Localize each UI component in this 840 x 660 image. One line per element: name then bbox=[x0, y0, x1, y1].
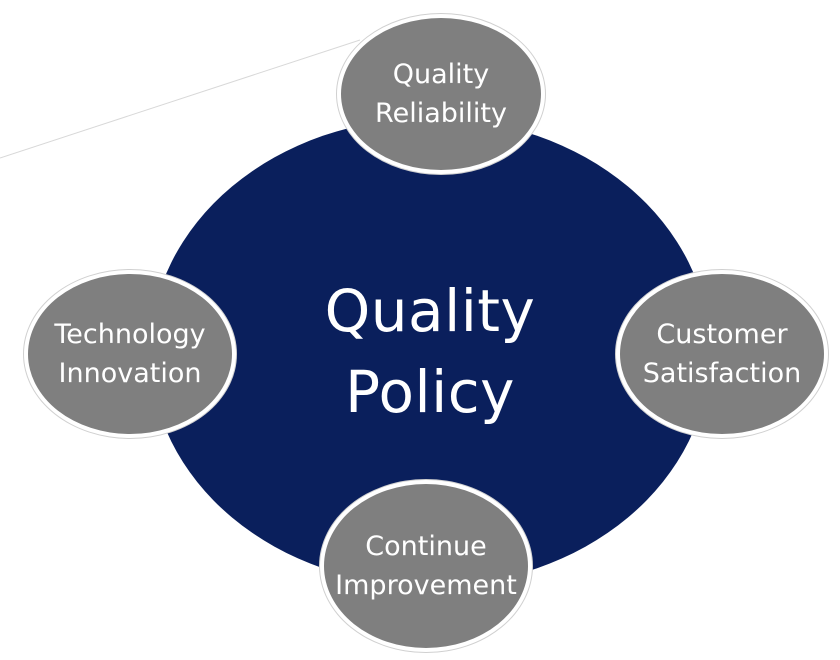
node-customer-satisfaction: Customer Satisfaction bbox=[616, 270, 828, 438]
node-label-line1: Quality bbox=[392, 58, 490, 90]
node-continue-improvement: Continue Improvement bbox=[320, 480, 532, 652]
node-label-line2: Improvement bbox=[335, 570, 517, 601]
node-label-line2: Satisfaction bbox=[642, 358, 802, 389]
hub-label-line1: Quality bbox=[324, 276, 536, 345]
hub-label-line2: Policy bbox=[345, 358, 515, 426]
node-label-line2: Innovation bbox=[58, 358, 202, 389]
node-technology-innovation: Technology Innovation bbox=[24, 270, 236, 438]
node-label-line1: Customer bbox=[656, 318, 788, 350]
node-quality-reliability: Quality Reliability bbox=[337, 14, 545, 174]
node-label-line1: Continue bbox=[365, 530, 487, 562]
node-label-line2: Reliability bbox=[375, 98, 507, 129]
node-label-line1: Technology bbox=[54, 318, 206, 350]
